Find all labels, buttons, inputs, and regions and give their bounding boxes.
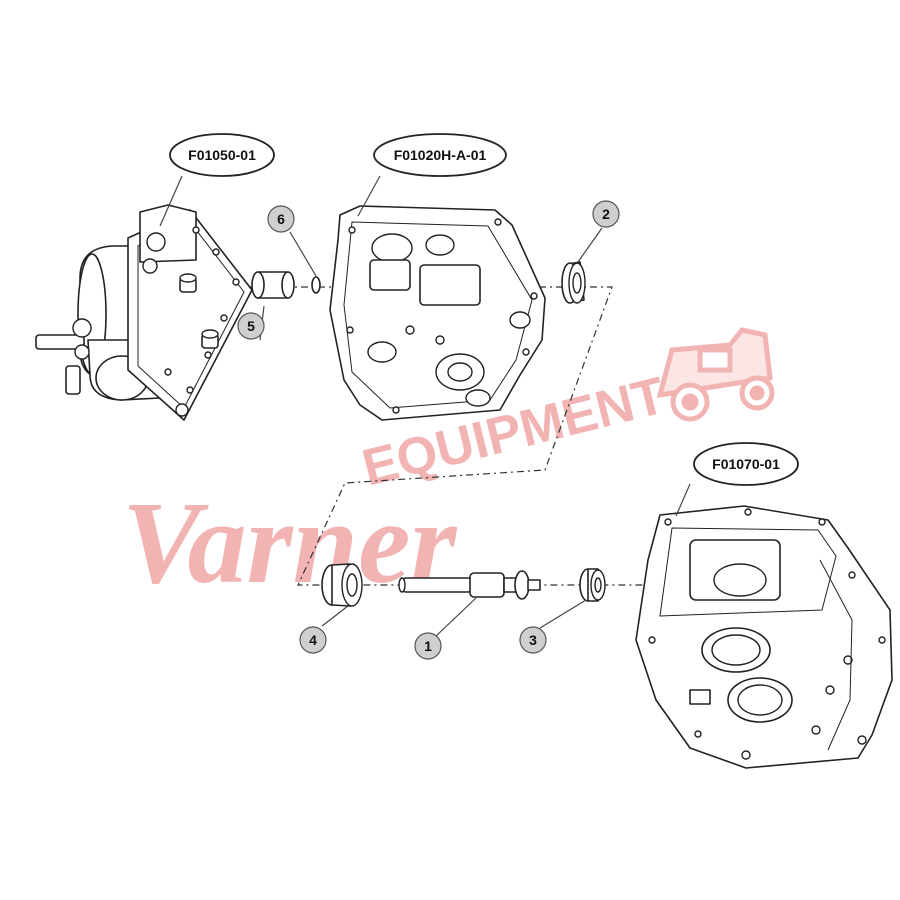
- bearing-part-2-drawing: [561, 261, 586, 304]
- bearing-part-4-drawing: [321, 563, 363, 607]
- callout-3: 3: [519, 599, 587, 654]
- callout-1: 1: [414, 597, 477, 660]
- callout-4: 4: [299, 605, 349, 654]
- part-label-middle-housing-text: F01020H-A-01: [394, 147, 487, 163]
- bearing-part-3-drawing: [579, 568, 606, 602]
- shaft-part-1-drawing: [398, 570, 541, 600]
- part-label-main-housing: F01070-01: [675, 442, 799, 517]
- tractor-logo-icon: [656, 327, 775, 422]
- callout-2: 2: [577, 200, 620, 263]
- callout-6-number: 6: [277, 211, 285, 227]
- sleeve-part-5-drawing: [251, 271, 295, 299]
- callout-2-number: 2: [602, 206, 610, 222]
- o-ring-part-6-drawing: [311, 276, 321, 294]
- part-label-main-housing-text: F01070-01: [712, 456, 780, 472]
- main-housing-drawing: [635, 505, 893, 769]
- part-label-middle-housing: F01020H-A-01: [357, 133, 507, 217]
- callout-3-number: 3: [529, 632, 537, 648]
- part-label-cover-text: F01050-01: [188, 147, 256, 163]
- cover-assembly-drawing: [35, 204, 253, 421]
- callout-5-number: 5: [247, 318, 255, 334]
- part-label-cover: F01050-01: [159, 133, 275, 227]
- callout-1-number: 1: [424, 638, 432, 654]
- middle-housing-drawing: [329, 205, 546, 421]
- callout-4-number: 4: [309, 632, 317, 648]
- callout-5: 5: [237, 305, 265, 341]
- callout-6: 6: [267, 205, 317, 277]
